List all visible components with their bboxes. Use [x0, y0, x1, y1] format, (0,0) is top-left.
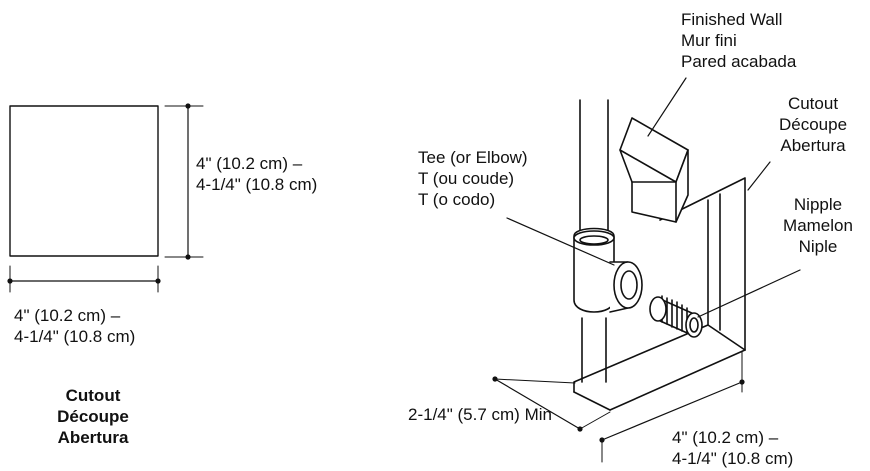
cutout-height-dimension: [164, 103, 204, 260]
depth-dimension-label: 2-1/4" (5.7 cm) Min: [408, 405, 552, 424]
cutout-height-line1: 4" (10.2 cm) –: [196, 154, 303, 173]
cutout-width-line2: 4-1/4" (10.8 cm): [14, 327, 136, 346]
bottom-width-label: 4" (10.2 cm) – 4-1/4" (10.8 cm): [672, 427, 793, 469]
cutout-height-line2: 4-1/4" (10.8 cm): [196, 175, 318, 194]
leader-lines: [506, 77, 801, 318]
depth-dimension: [492, 376, 611, 432]
bottom-width-line2: 4-1/4" (10.8 cm): [672, 449, 794, 468]
tee-en: Tee (or Elbow): [418, 148, 528, 167]
bottom-width-line1: 4" (10.2 cm) –: [672, 428, 779, 447]
supply-pipe: [579, 99, 609, 383]
wall-cutout-box: [573, 177, 746, 411]
cutout-caption-en: Cutout: [65, 386, 121, 405]
cutout-fr: Découpe: [778, 115, 848, 134]
nipple-es: Niple: [798, 237, 838, 256]
tee-fitting: [573, 227, 643, 313]
cutout-en: Cutout: [787, 94, 839, 113]
tee-label: Tee (or Elbow) T (ou coude) T (o codo): [418, 147, 528, 210]
tee-fr: T (ou coude): [418, 169, 515, 188]
finished-wall-piece: [619, 117, 689, 223]
cutout-label: Cutout Découpe Abertura: [770, 93, 856, 156]
cutout-caption-es: Abertura: [57, 428, 129, 447]
tee-es: T (o codo): [418, 190, 496, 209]
nipple-fr: Mamelon: [783, 216, 853, 235]
cutout-width-dimension: [7, 265, 161, 293]
cutout-width-line1: 4" (10.2 cm) –: [14, 306, 121, 325]
finished-wall-fr: Mur fini: [681, 31, 737, 50]
finished-wall-es: Pared acabada: [681, 52, 797, 71]
nipple: [649, 295, 703, 338]
nipple-label: Nipple Mamelon Niple: [776, 194, 860, 257]
cutout-height-label: 4" (10.2 cm) – 4-1/4" (10.8 cm): [196, 153, 317, 195]
cutout-square: [9, 105, 159, 257]
bottom-width-dimension: [599, 351, 745, 463]
cutout-caption: Cutout Découpe Abertura: [38, 385, 148, 448]
finished-wall-label: Finished Wall Mur fini Pared acabada: [681, 9, 796, 72]
cutout-caption-fr: Découpe: [57, 407, 129, 426]
finished-wall-en: Finished Wall: [681, 10, 783, 29]
cutout-es: Abertura: [780, 136, 846, 155]
nipple-en: Nipple: [793, 195, 843, 214]
cutout-width-label: 4" (10.2 cm) – 4-1/4" (10.8 cm): [14, 305, 135, 347]
